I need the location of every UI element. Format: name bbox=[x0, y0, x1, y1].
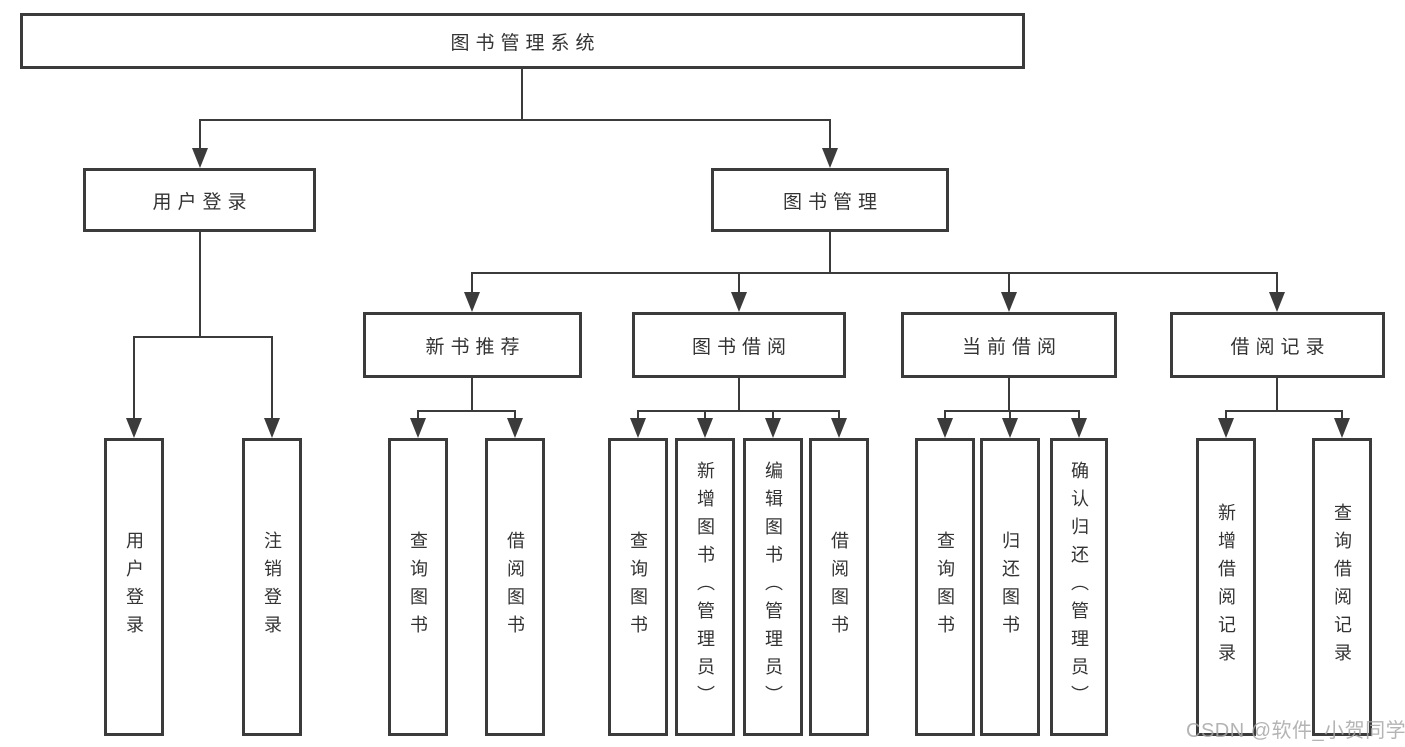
node-leaf-user-login-label: 用户登录 bbox=[124, 531, 144, 643]
arrow-down-icon bbox=[831, 418, 847, 438]
node-leaf-cb-confirm-return-label: 确认归还（管理员） bbox=[1069, 461, 1089, 713]
node-leaf-cb-return-book-label: 归还图书 bbox=[1000, 531, 1020, 643]
arrow-down-icon bbox=[1334, 418, 1350, 438]
node-leaf-cb-query-book: 查询图书 bbox=[915, 438, 975, 736]
connector-root-stem bbox=[521, 69, 523, 120]
node-current-borrow: 当前借阅 bbox=[901, 312, 1117, 378]
node-root: 图书管理系统 bbox=[20, 13, 1025, 69]
connector-current-borrow-bar bbox=[945, 410, 1080, 412]
connector-drop-new-book-rec bbox=[471, 272, 473, 293]
connector-drop-current-borrow bbox=[1008, 272, 1010, 293]
node-borrow-record-label: 借阅记录 bbox=[1230, 336, 1331, 358]
node-book-borrow: 图书借阅 bbox=[632, 312, 846, 378]
connector-new-book-rec-bar bbox=[418, 410, 516, 412]
arrow-down-icon bbox=[1269, 292, 1285, 312]
node-new-book-rec: 新书推荐 bbox=[363, 312, 582, 378]
node-leaf-bb-query-book: 查询图书 bbox=[608, 438, 668, 736]
connector-root-bar bbox=[199, 119, 831, 121]
arrow-down-icon bbox=[1002, 418, 1018, 438]
node-leaf-rec-query-book: 查询图书 bbox=[388, 438, 448, 736]
arrow-down-icon bbox=[410, 418, 426, 438]
connector-drop-borrow-record bbox=[1276, 272, 1278, 293]
connector-drop-cb-query bbox=[944, 410, 946, 420]
node-user-login-label: 用户登录 bbox=[152, 191, 253, 213]
connector-borrow-record-stem bbox=[1276, 378, 1278, 411]
arrow-down-icon bbox=[126, 418, 142, 438]
node-leaf-br-add-record: 新增借阅记录 bbox=[1196, 438, 1256, 736]
node-leaf-bb-borrow-book-label: 借阅图书 bbox=[829, 531, 849, 643]
node-leaf-bb-add-book-label: 新增图书（管理员） bbox=[695, 461, 715, 713]
connector-drop-leaf-user-login bbox=[133, 336, 135, 419]
node-leaf-logout-label: 注销登录 bbox=[262, 531, 282, 643]
node-leaf-br-query-record: 查询借阅记录 bbox=[1312, 438, 1372, 736]
node-new-book-rec-label: 新书推荐 bbox=[425, 336, 526, 358]
connector-drop-cb-return bbox=[1009, 410, 1011, 420]
node-current-borrow-label: 当前借阅 bbox=[961, 336, 1062, 358]
connector-new-book-rec-stem bbox=[471, 378, 473, 411]
connector-drop-leaf-logout bbox=[271, 336, 273, 419]
connector-book-mgmt-bar bbox=[472, 272, 1278, 274]
arrow-down-icon bbox=[464, 292, 480, 312]
arrow-down-icon bbox=[937, 418, 953, 438]
connector-drop-bb-add bbox=[704, 410, 706, 420]
watermark: CSDN @软件_小贺同学 bbox=[1186, 720, 1405, 742]
connector-drop-book-borrow bbox=[738, 272, 740, 293]
connector-borrow-record-bar bbox=[1226, 410, 1343, 412]
node-user-login: 用户登录 bbox=[83, 168, 316, 232]
arrow-down-icon bbox=[1218, 418, 1234, 438]
connector-drop-cb-confirm bbox=[1078, 410, 1080, 420]
node-leaf-rec-query-book-label: 查询图书 bbox=[408, 531, 428, 643]
node-leaf-cb-return-book: 归还图书 bbox=[980, 438, 1040, 736]
connector-drop-bb-query bbox=[637, 410, 639, 420]
connector-current-borrow-stem bbox=[1008, 378, 1010, 411]
arrow-down-icon bbox=[1001, 292, 1017, 312]
arrow-down-icon bbox=[822, 148, 838, 168]
connector-book-mgmt-stem bbox=[829, 232, 831, 273]
node-leaf-rec-borrow-book-label: 借阅图书 bbox=[505, 531, 525, 643]
node-leaf-cb-query-book-label: 查询图书 bbox=[935, 531, 955, 643]
arrow-down-icon bbox=[192, 148, 208, 168]
node-leaf-rec-borrow-book: 借阅图书 bbox=[485, 438, 545, 736]
node-leaf-bb-edit-book-label: 编辑图书（管理员） bbox=[763, 461, 783, 713]
node-leaf-bb-edit-book: 编辑图书（管理员） bbox=[743, 438, 803, 736]
arrow-down-icon bbox=[264, 418, 280, 438]
arrow-down-icon bbox=[630, 418, 646, 438]
node-book-mgmt-label: 图书管理 bbox=[782, 191, 883, 213]
arrow-down-icon bbox=[731, 292, 747, 312]
connector-book-borrow-stem bbox=[738, 378, 740, 411]
node-leaf-br-query-record-label: 查询借阅记录 bbox=[1332, 503, 1352, 671]
connector-drop-user-login bbox=[199, 119, 201, 150]
node-leaf-bb-borrow-book: 借阅图书 bbox=[809, 438, 869, 736]
node-book-borrow-label: 图书借阅 bbox=[691, 336, 792, 358]
node-leaf-logout: 注销登录 bbox=[242, 438, 302, 736]
connector-drop-rec-query bbox=[417, 410, 419, 420]
connector-drop-bb-borrow bbox=[838, 410, 840, 420]
connector-book-borrow-bar bbox=[638, 410, 840, 412]
node-book-mgmt: 图书管理 bbox=[711, 168, 949, 232]
connector-drop-book-mgmt bbox=[829, 119, 831, 150]
arrow-down-icon bbox=[765, 418, 781, 438]
connector-user-login-bar bbox=[134, 336, 273, 338]
node-leaf-user-login: 用户登录 bbox=[104, 438, 164, 736]
arrow-down-icon bbox=[697, 418, 713, 438]
node-borrow-record: 借阅记录 bbox=[1170, 312, 1385, 378]
connector-drop-br-query bbox=[1341, 410, 1343, 420]
connector-user-login-stem bbox=[199, 232, 201, 337]
connector-drop-bb-edit bbox=[772, 410, 774, 420]
connector-drop-rec-borrow bbox=[514, 410, 516, 420]
node-leaf-bb-add-book: 新增图书（管理员） bbox=[675, 438, 735, 736]
connector-drop-br-add bbox=[1225, 410, 1227, 420]
node-leaf-bb-query-book-label: 查询图书 bbox=[628, 531, 648, 643]
arrow-down-icon bbox=[1071, 418, 1087, 438]
node-root-label: 图书管理系统 bbox=[450, 32, 601, 54]
arrow-down-icon bbox=[507, 418, 523, 438]
node-leaf-cb-confirm-return: 确认归还（管理员） bbox=[1050, 438, 1108, 736]
node-leaf-br-add-record-label: 新增借阅记录 bbox=[1216, 503, 1236, 671]
